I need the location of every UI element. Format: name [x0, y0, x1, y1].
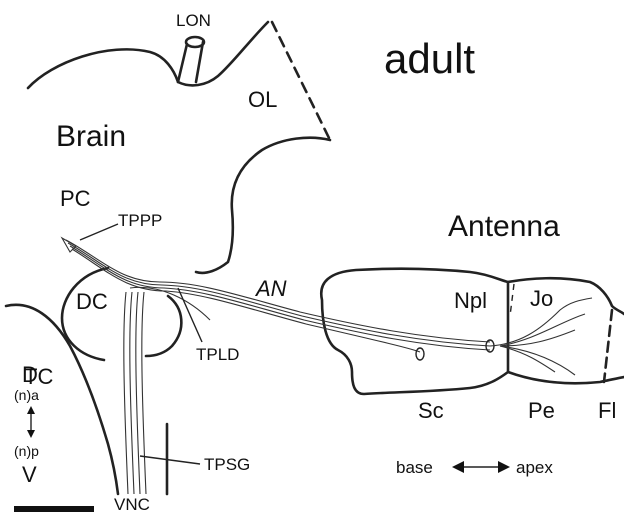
- nerve-cut-end-lower: [416, 348, 424, 360]
- label-ol: OL: [248, 87, 277, 112]
- orient-dorsal: D: [22, 362, 38, 387]
- brain-outline-right: [196, 138, 330, 273]
- label-npl: Npl: [454, 288, 487, 313]
- brain-outline-top: [28, 22, 268, 88]
- label-jo: Jo: [530, 286, 553, 311]
- title-adult: adult: [384, 35, 475, 82]
- label-tpsg: TPSG: [204, 455, 250, 474]
- scale-bar: [14, 506, 94, 512]
- orient-base: base: [396, 458, 433, 477]
- orient-apex: apex: [516, 458, 553, 477]
- label-sc: Sc: [418, 398, 444, 423]
- orient-anterior: (n)a: [14, 387, 39, 403]
- tpsg-leader: [140, 456, 200, 464]
- label-fl: Fl: [598, 398, 616, 423]
- label-antenna: Antenna: [448, 210, 560, 243]
- dc-arc-right: [146, 296, 181, 356]
- label-dc: DC: [76, 289, 108, 314]
- label-tppp: TPPP: [118, 211, 162, 230]
- label-an: AN: [254, 276, 287, 301]
- pedicel-flagellum-boundary: [604, 310, 612, 382]
- label-pe: Pe: [528, 398, 555, 423]
- npl-pedicel-boundary: [510, 284, 514, 316]
- label-pc: PC: [60, 186, 91, 211]
- dv-arrow: [27, 406, 35, 438]
- label-tpld: TPLD: [196, 345, 239, 364]
- label-vnc: VNC: [114, 495, 150, 514]
- label-lon: LON: [176, 11, 211, 30]
- label-brain: Brain: [56, 120, 126, 153]
- optic-lobe-boundary: [272, 22, 330, 140]
- base-apex-arrow: [452, 461, 510, 473]
- tppp-leader: [80, 224, 118, 240]
- tpsg-descending-tract: [124, 292, 146, 494]
- lon-stalk: [178, 42, 203, 82]
- orient-posterior: (n)p: [14, 443, 39, 459]
- orient-ventral: V: [22, 462, 37, 487]
- lon-cap: [186, 37, 204, 47]
